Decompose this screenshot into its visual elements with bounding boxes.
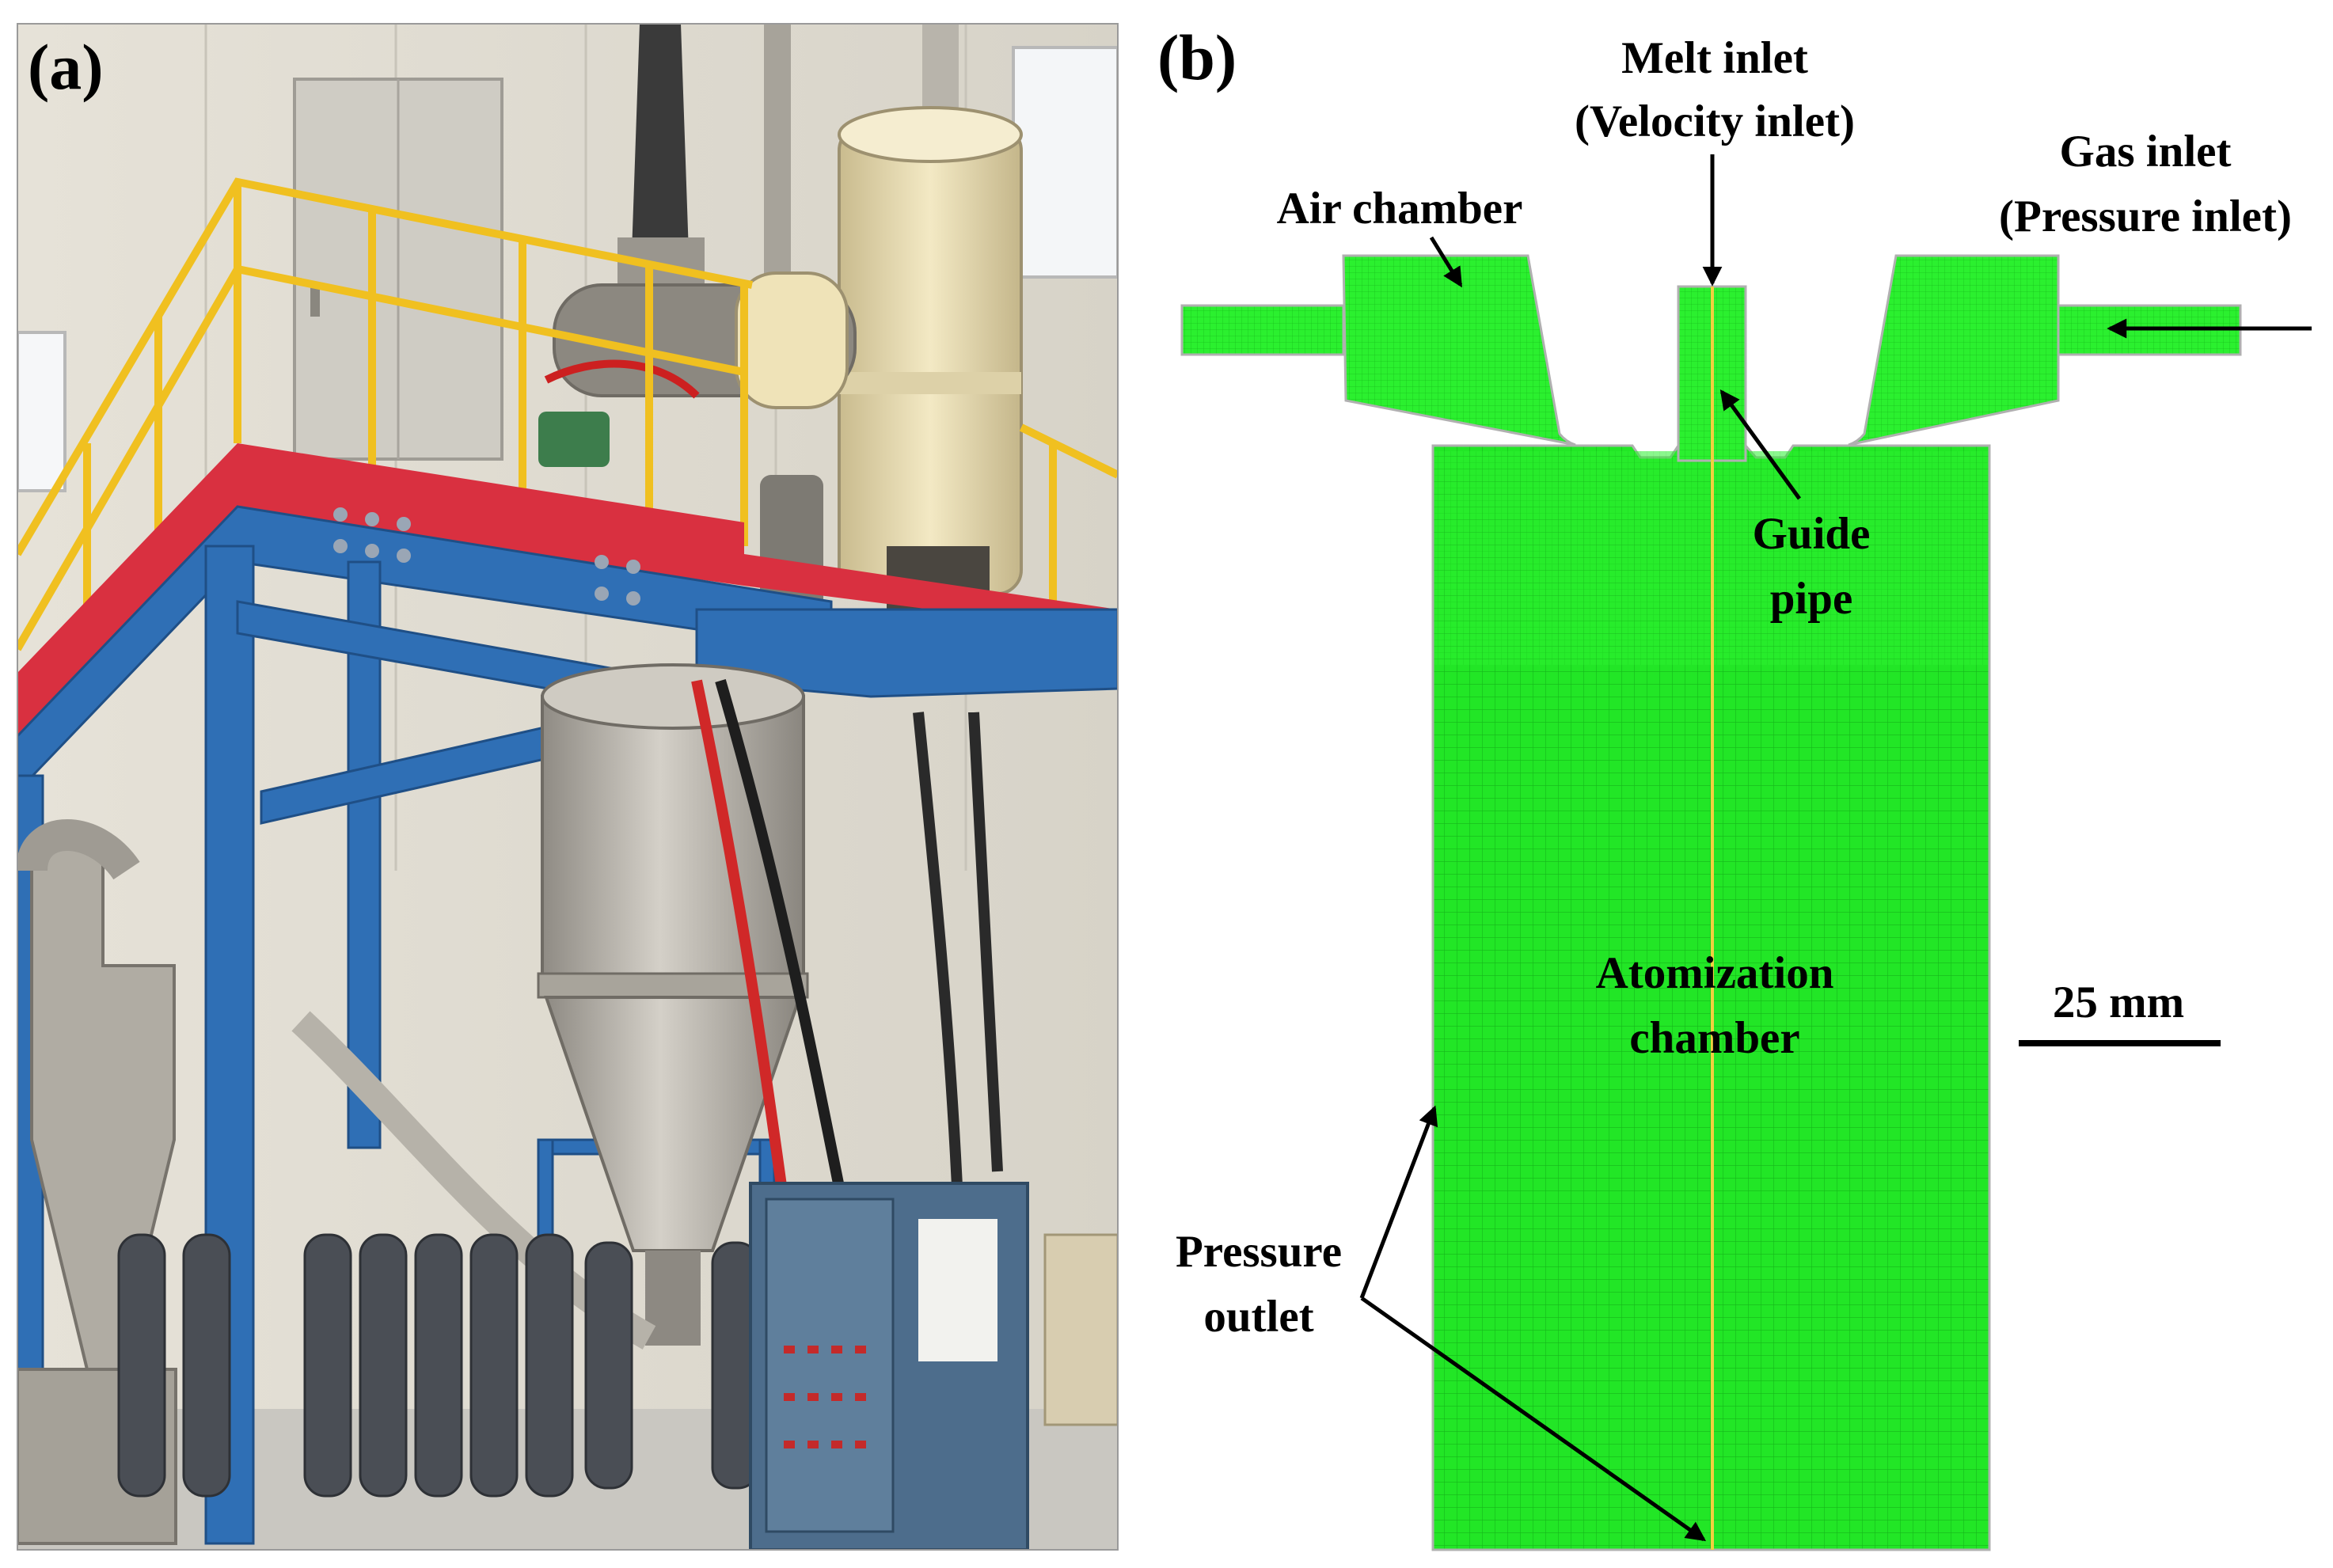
chimney (632, 24, 689, 253)
panel-a-photo (17, 24, 1118, 1550)
label-gas-inlet-type: (Pressure inlet) (1999, 192, 2292, 241)
tank-cone (544, 996, 802, 1252)
label-melt-inlet: Melt inlet (1621, 33, 1808, 83)
label-guide-pipe-2: pipe (1770, 574, 1853, 624)
air-chamber-right (1848, 254, 2060, 446)
label-guide-pipe-1: Guide (1753, 509, 1871, 559)
furnace-body (838, 125, 1023, 595)
label-gas-inlet: Gas inlet (2060, 127, 2232, 177)
photo-border (17, 23, 1119, 1551)
panel-b-mesh-diagram (1180, 154, 2312, 1551)
gas-inlet-tube-left (1180, 304, 1345, 356)
label-melt-inlet-type: (Velocity inlet) (1575, 97, 1855, 146)
label-air-chamber: Air chamber (1277, 184, 1523, 233)
arrow-pressure-outlet-bottom (1360, 1296, 1707, 1542)
arrow-air-chamber (1429, 236, 1463, 288)
panel-letter-b: (b) (1157, 21, 1237, 93)
window-left (17, 331, 66, 492)
arrow-guide-pipe (1719, 389, 1802, 500)
window (1012, 46, 1118, 279)
label-scale-bar: 25 mm (2053, 978, 2184, 1027)
label-atomization-1: Atomization (1596, 948, 1834, 998)
platform-edge (17, 443, 744, 744)
label-atomization-2: chamber (1629, 1013, 1799, 1063)
gas-cylinders (117, 1233, 760, 1498)
panel-letter-a: (a) (28, 31, 104, 103)
label-pressure-outlet-1: Pressure (1176, 1227, 1342, 1277)
arrow-pressure-outlet-side (1359, 1105, 1438, 1299)
railings (17, 177, 1118, 681)
annotation-arrows (1359, 154, 2312, 1542)
label-pressure-outlet-2: outlet (1203, 1292, 1313, 1342)
